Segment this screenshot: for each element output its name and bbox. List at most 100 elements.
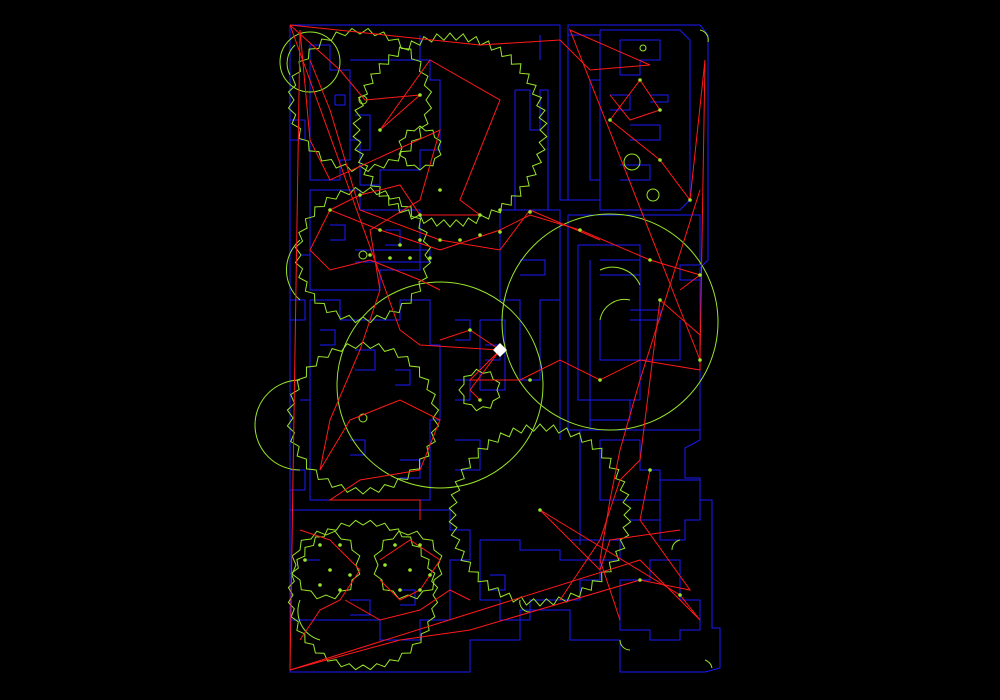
arc-6: [671, 539, 681, 551]
node-point-35: [393, 543, 397, 547]
arc-10: [599, 298, 631, 321]
node-point-37: [383, 563, 387, 567]
node-point-16: [368, 253, 372, 257]
node-point-5: [528, 210, 532, 214]
node-point-31: [328, 568, 332, 572]
outline-path-7: [350, 59, 441, 186]
outline-path-27: [330, 224, 346, 241]
circle-0: [279, 31, 341, 93]
tool-head-icon[interactable]: [493, 343, 507, 357]
outline-path-10: [599, 29, 691, 211]
travel-layer: [289, 24, 706, 671]
node-point-12: [438, 238, 442, 242]
outline-path-12: [610, 94, 631, 111]
arc-2: [254, 379, 301, 471]
node-point-50: [468, 328, 472, 332]
travel-path-13: [344, 589, 471, 621]
node-point-0: [378, 128, 382, 132]
outline-path-23: [520, 259, 546, 276]
outline-path-46: [599, 439, 661, 501]
travel-path-10: [299, 529, 361, 641]
node-point-49: [528, 378, 532, 382]
outline-path-2: [290, 299, 306, 321]
outline-path-35: [455, 319, 471, 341]
node-point-21: [648, 258, 652, 262]
node-point-32: [348, 573, 352, 577]
travel-path-7: [559, 299, 661, 601]
node-point-27: [688, 198, 692, 202]
node-point-19: [428, 256, 432, 260]
outline-path-28: [385, 229, 401, 246]
node-point-36: [418, 543, 422, 547]
node-point-28: [318, 543, 322, 547]
node-point-43: [678, 593, 682, 597]
outline-path-1: [290, 119, 306, 141]
outline-path-14: [630, 124, 661, 141]
outline-path-9: [568, 34, 601, 201]
gear-6: [291, 530, 361, 600]
arc-7: [619, 639, 631, 651]
outline-path-44: [659, 479, 701, 541]
travel-path-12: [309, 209, 441, 291]
node-point-24: [658, 108, 662, 112]
node-point-1: [418, 93, 422, 97]
outline-layer: [289, 24, 721, 673]
outline-path-6: [355, 114, 371, 151]
node-point-23: [638, 78, 642, 82]
travel-path-0: [289, 24, 706, 361]
outline-path-4: [309, 44, 351, 181]
node-point-18: [408, 256, 412, 260]
gear-layer: [254, 27, 719, 671]
node-point-20: [578, 228, 582, 232]
node-point-13: [458, 238, 462, 242]
node-point-26: [698, 358, 702, 362]
arc-0: [286, 44, 296, 76]
outline-path-15: [620, 164, 651, 181]
node-point-2: [438, 188, 442, 192]
node-point-11: [418, 238, 422, 242]
circle-2: [501, 213, 719, 431]
point-layer: [303, 78, 702, 597]
node-point-44: [648, 468, 652, 472]
node-point-41: [418, 588, 422, 592]
node-point-30: [303, 558, 307, 562]
node-point-25: [658, 158, 662, 162]
arc-8: [704, 659, 713, 669]
arc-9: [599, 266, 641, 286]
gear-5: [458, 368, 501, 412]
travel-path-3: [289, 29, 441, 671]
outline-path-42: [490, 574, 506, 591]
arc-4: [699, 29, 709, 43]
outline-path-43: [619, 559, 701, 641]
outline-path-18: [600, 259, 641, 276]
tool-head-layer: [493, 343, 507, 357]
node-point-10: [398, 243, 402, 247]
gear-9: [287, 27, 433, 173]
node-point-4: [498, 208, 502, 212]
circle-4: [358, 250, 368, 260]
circle-8: [639, 44, 647, 52]
node-point-8: [328, 208, 332, 212]
travel-path-5: [289, 509, 701, 671]
circle-6: [646, 188, 660, 202]
outline-path-32: [395, 369, 411, 386]
node-point-6: [418, 213, 422, 217]
gear-4: [448, 423, 632, 607]
outline-path-24: [479, 319, 506, 391]
node-point-3: [478, 213, 482, 217]
node-point-48: [698, 273, 702, 277]
circle-5: [358, 413, 368, 423]
node-point-9: [378, 228, 382, 232]
node-point-52: [478, 398, 482, 402]
gear-0: [352, 32, 548, 228]
node-point-29: [338, 543, 342, 547]
node-point-45: [638, 578, 642, 582]
node-point-47: [658, 298, 662, 302]
node-point-38: [408, 568, 412, 572]
circle-1: [336, 281, 544, 489]
travel-path-2: [289, 24, 701, 381]
circle-7: [623, 153, 641, 171]
outline-path-29: [309, 299, 441, 501]
